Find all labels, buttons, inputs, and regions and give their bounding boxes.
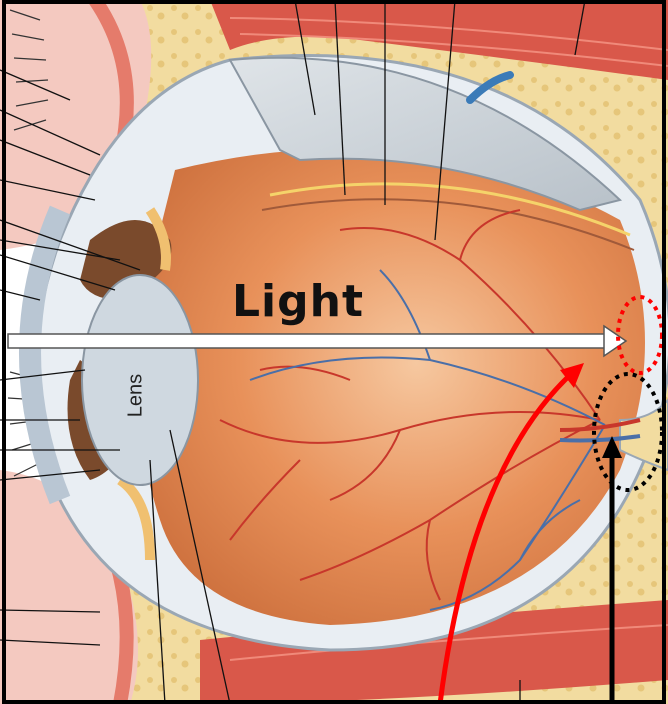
lens-label: Lens [125,356,148,436]
light-label: Light [232,276,364,327]
